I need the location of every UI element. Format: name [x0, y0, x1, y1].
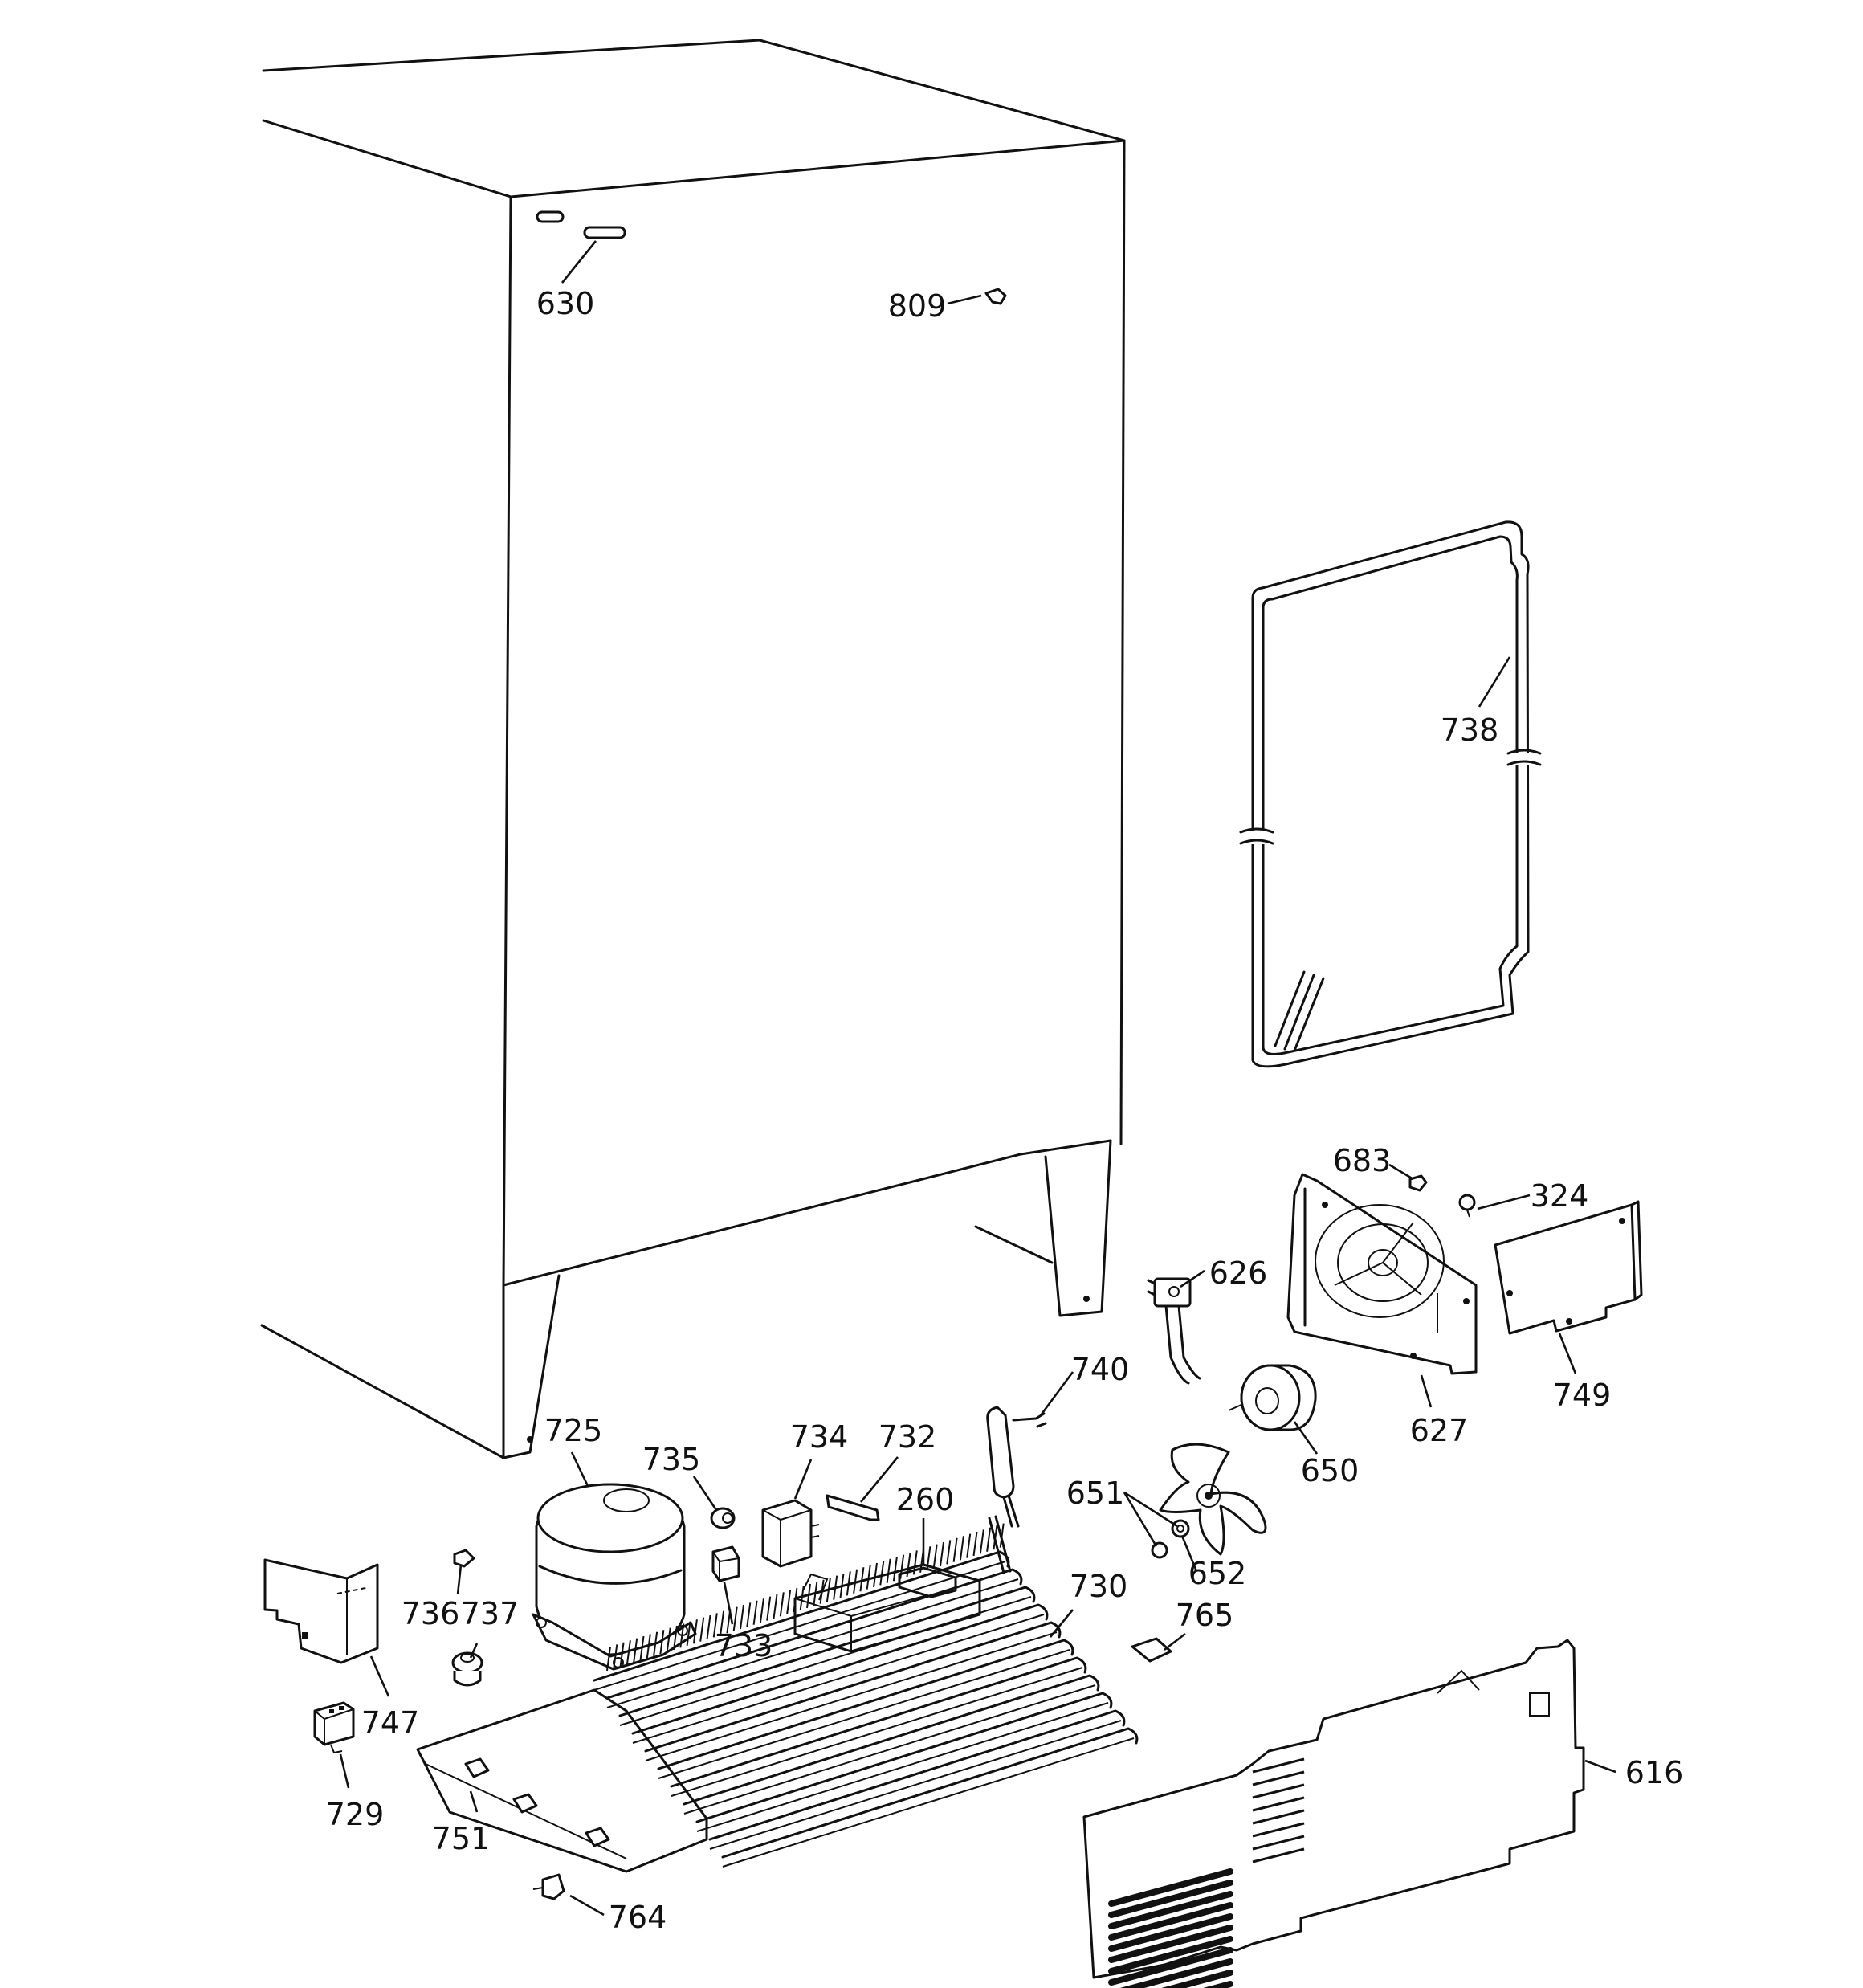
- coil-tube: [631, 1603, 1049, 1735]
- coil-tube: [618, 1586, 1036, 1717]
- label-650: 650: [1301, 1453, 1360, 1488]
- relay-733: [711, 1545, 740, 1582]
- grille-slot: [1108, 1891, 1233, 1929]
- grille-louver: [1252, 1783, 1305, 1799]
- compressor-725: [532, 1483, 697, 1671]
- label-683: 683: [1333, 1143, 1392, 1178]
- coil-tube-inner: [722, 1737, 1135, 1868]
- coil-riser: [988, 1515, 1012, 1574]
- clip-765: [1131, 1637, 1172, 1663]
- coil-tube: [670, 1656, 1087, 1788]
- grille-panel-616: [1082, 1639, 1585, 1988]
- refrigerator-cabinet: [260, 39, 1126, 1459]
- grille-slot: [1108, 1947, 1233, 1986]
- label-737: 737: [461, 1596, 520, 1631]
- grille-louver: [1252, 1796, 1305, 1812]
- leader-lines: [339, 240, 1616, 1917]
- clip-764: [532, 1873, 565, 1900]
- grille-slot: [1108, 1913, 1233, 1952]
- coil-tube: [695, 1692, 1113, 1823]
- label-764: 764: [609, 1900, 667, 1935]
- grille-vents: [1108, 1757, 1305, 1988]
- fan-shroud-627: [1286, 1173, 1478, 1375]
- coil-tube-inner: [593, 1561, 1006, 1691]
- coil-tube-inner: [619, 1596, 1032, 1726]
- coil-tube-inner: [645, 1631, 1058, 1761]
- grille-louver: [1252, 1770, 1305, 1786]
- coil-tube-inner: [606, 1578, 1019, 1708]
- label-733: 733: [715, 1628, 773, 1663]
- capacitor-740: [986, 1406, 1047, 1528]
- clip-732: [826, 1494, 880, 1521]
- grommet-737: [451, 1651, 483, 1687]
- label-749: 749: [1553, 1378, 1612, 1413]
- label-751: 751: [432, 1821, 491, 1856]
- label-652: 652: [1188, 1556, 1247, 1591]
- screw-683: [1408, 1174, 1428, 1192]
- label-734: 734: [790, 1419, 849, 1455]
- grille-slot: [1108, 1925, 1233, 1963]
- label-630: 630: [536, 286, 595, 321]
- label-809: 809: [888, 288, 947, 324]
- condenser-coil-730: [593, 1515, 1139, 1868]
- gasket-loop-738: [1239, 520, 1542, 1068]
- coil-tube-inner: [671, 1667, 1083, 1797]
- label-260: 260: [896, 1482, 955, 1517]
- grille-louver: [1252, 1809, 1305, 1825]
- nut-652: [1151, 1519, 1190, 1559]
- label-747: 747: [361, 1705, 420, 1741]
- cover-749: [1494, 1200, 1643, 1335]
- coil-tube-inner: [632, 1614, 1045, 1744]
- cover-747: [263, 1558, 379, 1664]
- coil-tube: [721, 1727, 1139, 1859]
- label-651: 651: [1066, 1476, 1125, 1511]
- label-729: 729: [326, 1797, 385, 1832]
- part-labels: 630 809 738 683 324 626 749 627 740 650 …: [326, 286, 1684, 1935]
- label-725: 725: [544, 1413, 603, 1448]
- coil-tube: [708, 1709, 1126, 1841]
- coil-tube: [657, 1639, 1074, 1770]
- label-736: 736: [402, 1596, 460, 1631]
- label-324: 324: [1531, 1178, 1589, 1214]
- sensor-626: [1147, 1277, 1201, 1385]
- grille-louver: [1252, 1757, 1305, 1774]
- grille-louver: [1252, 1835, 1305, 1851]
- coil-tube: [683, 1674, 1100, 1806]
- fan-motor-650: [1228, 1364, 1317, 1431]
- relay-729: [313, 1701, 355, 1754]
- label-765: 765: [1176, 1598, 1234, 1633]
- grille-slot: [1108, 1868, 1233, 1907]
- coil-fins: [606, 1523, 1005, 1672]
- coil-tube: [605, 1568, 1023, 1700]
- grille-slot: [1161, 1970, 1233, 1988]
- label-740: 740: [1071, 1352, 1130, 1387]
- grille-louver: [1252, 1847, 1305, 1863]
- label-738: 738: [1441, 712, 1499, 748]
- label-616: 616: [1625, 1755, 1684, 1790]
- grille-slot: [1108, 1902, 1233, 1941]
- overload-734: [761, 1499, 820, 1568]
- screw-324: [1458, 1194, 1476, 1218]
- label-626: 626: [1209, 1255, 1268, 1291]
- grille-louver: [1252, 1822, 1305, 1838]
- label-627: 627: [1410, 1413, 1469, 1448]
- coil-tube-inner: [696, 1702, 1109, 1832]
- clip-736: [453, 1549, 475, 1568]
- grille-slot: [1119, 1958, 1233, 1988]
- label-730: 730: [1070, 1569, 1128, 1604]
- grommet-735: [710, 1507, 736, 1529]
- fan-blade-651: [1159, 1443, 1267, 1556]
- coil-tube-inner: [683, 1684, 1096, 1815]
- grille-slot: [1108, 1936, 1233, 1974]
- grille-slot: [1108, 1880, 1233, 1918]
- label-735: 735: [642, 1442, 701, 1477]
- label-732: 732: [879, 1419, 937, 1455]
- coil-tube-inner: [709, 1720, 1122, 1850]
- coil-tube-inner: [658, 1649, 1070, 1779]
